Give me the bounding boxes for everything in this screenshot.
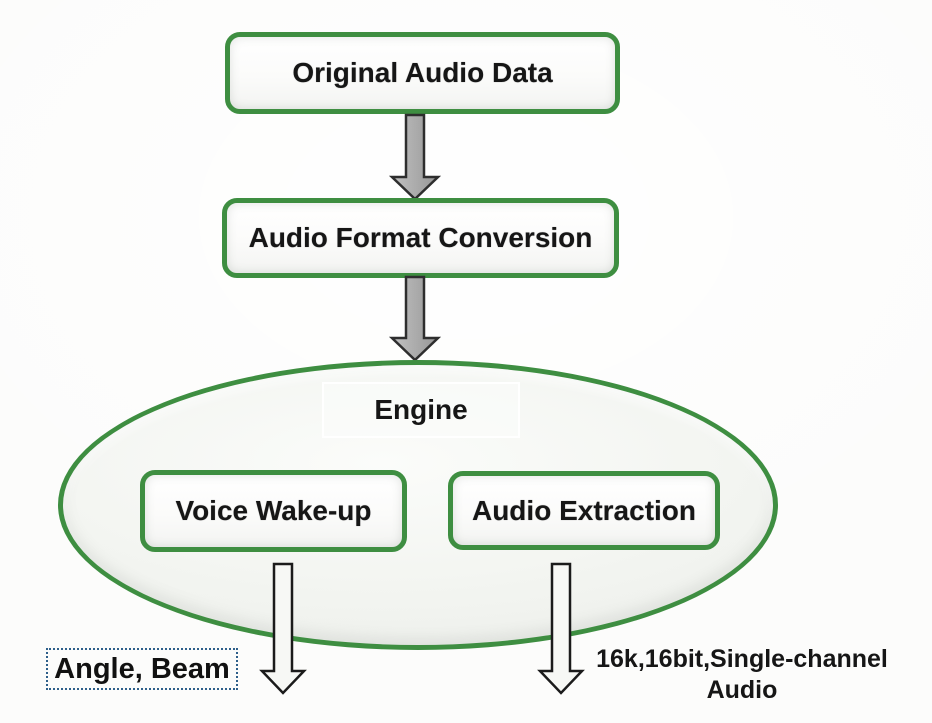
output-audio-spec: 16k,16bit,Single-channel Audio <box>586 644 898 706</box>
output-angle-beam: Angle, Beam <box>46 648 238 690</box>
arrow-shape <box>388 113 442 201</box>
output-label: Angle, Beam <box>54 652 230 685</box>
node-label: Audio Format Conversion <box>248 222 593 253</box>
engine-title-label: Engine <box>374 394 468 425</box>
node-voice-wake-up: Voice Wake-up <box>140 470 407 552</box>
arrow-down-icon <box>259 562 307 695</box>
arrow-shape <box>259 562 307 695</box>
arrow-shape <box>537 562 585 695</box>
node-original-audio-data: Original Audio Data <box>225 32 620 114</box>
arrow-down-icon <box>388 113 442 201</box>
arrow-down-icon <box>388 275 442 362</box>
node-label: Voice Wake-up <box>175 495 372 526</box>
node-label: Audio Extraction <box>471 494 696 526</box>
node-audio-extraction: Audio Extraction <box>448 471 720 550</box>
engine-title: Engine <box>322 382 520 438</box>
output-label-line2: Audio <box>706 676 778 704</box>
arrow-shape <box>388 275 442 362</box>
node-label: Original Audio Data <box>292 57 553 88</box>
node-audio-format-conversion: Audio Format Conversion <box>222 198 619 278</box>
output-label-line1: 16k,16bit,Single-channel <box>596 645 888 673</box>
arrow-down-icon <box>537 562 585 695</box>
